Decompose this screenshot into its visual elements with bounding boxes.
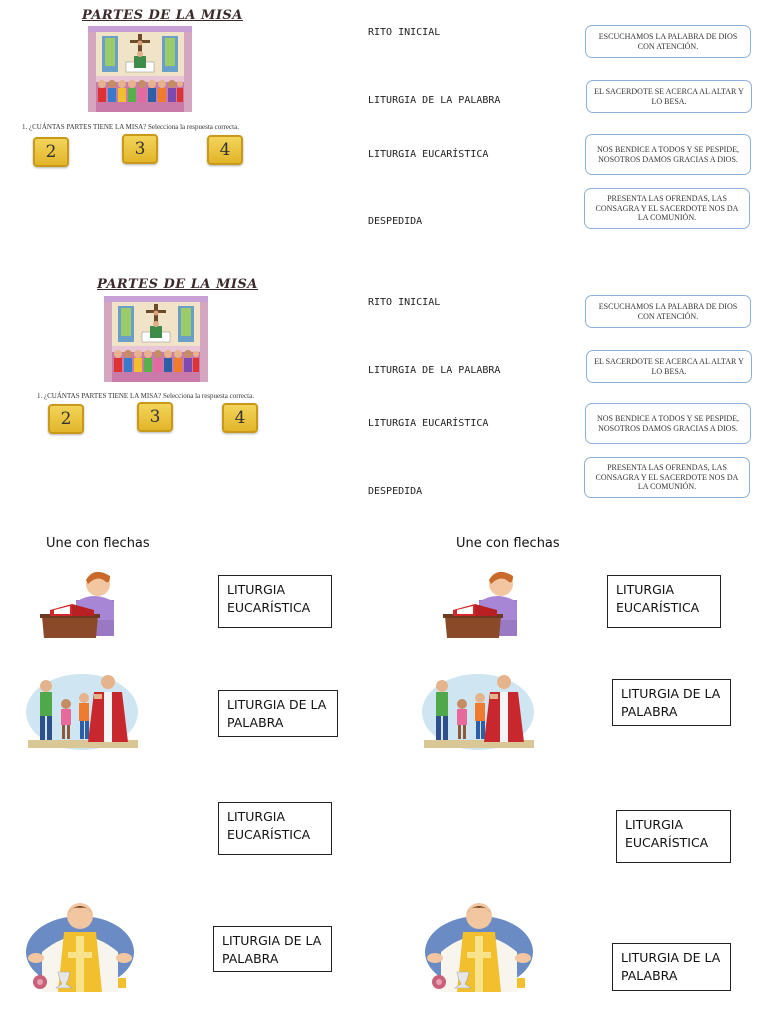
description-box[interactable]: PRESENTA LAS OFRENDAS, LAS CONSAGRA Y EL… bbox=[584, 188, 750, 229]
option-button-2[interactable]: 2 bbox=[48, 404, 84, 434]
match-box[interactable]: LITURGIA DE LA PALABRA bbox=[612, 943, 731, 991]
option-button-3[interactable]: 3 bbox=[137, 402, 173, 432]
part-label-rito-inicial: RITO INICIAL bbox=[368, 297, 441, 308]
description-box[interactable]: ESCUCHAMOS LA PALABRA DE DIOS CON ATENCI… bbox=[585, 25, 751, 58]
part-label-despedida: DESPEDIDA bbox=[368, 486, 423, 497]
part-label-despedida: DESPEDIDA bbox=[368, 216, 423, 227]
part-label-liturgia-palabra: LITURGIA DE LA PALABRA bbox=[368, 95, 501, 106]
description-box[interactable]: NOS BENDICE A TODOS Y SE PESPIDE, NOSOTR… bbox=[585, 134, 751, 175]
option-button-3[interactable]: 3 bbox=[122, 134, 158, 164]
match-box[interactable]: LITURGIA EUCARÍSTICA bbox=[616, 810, 731, 863]
priest-illustration bbox=[423, 896, 535, 992]
option-button-4[interactable]: 4 bbox=[222, 403, 258, 433]
reader-illustration bbox=[439, 560, 525, 638]
matching-heading: Une con flechas bbox=[46, 536, 150, 551]
worksheet-title: PARTES DE LA MISA bbox=[82, 8, 243, 23]
worksheet-title: PARTES DE LA MISA bbox=[97, 277, 258, 292]
mass-illustration bbox=[104, 296, 208, 382]
description-box[interactable]: EL SACERDOTE SE ACERCA AL ALTAR Y LO BES… bbox=[586, 350, 752, 383]
option-button-4[interactable]: 4 bbox=[207, 135, 243, 165]
part-label-liturgia-palabra: LITURGIA DE LA PALABRA bbox=[368, 365, 501, 376]
matching-heading: Une con flechas bbox=[456, 536, 560, 551]
communion-illustration bbox=[24, 664, 142, 752]
match-box[interactable]: LITURGIA EUCARÍSTICA bbox=[607, 575, 721, 628]
match-box[interactable]: LITURGIA EUCARÍSTICA bbox=[218, 802, 332, 855]
description-box[interactable]: ESCUCHAMOS LA PALABRA DE DIOS CON ATENCI… bbox=[585, 295, 751, 328]
description-box[interactable]: NOS BENDICE A TODOS Y SE PESPIDE, NOSOTR… bbox=[585, 403, 751, 444]
mass-illustration bbox=[88, 26, 192, 112]
match-box[interactable]: LITURGIA DE LA PALABRA bbox=[213, 926, 332, 972]
match-box[interactable]: LITURGIA DE LA PALABRA bbox=[612, 679, 731, 726]
reader-illustration bbox=[36, 560, 122, 638]
match-box[interactable]: LITURGIA EUCARÍSTICA bbox=[218, 575, 332, 628]
match-box[interactable]: LITURGIA DE LA PALABRA bbox=[218, 690, 338, 737]
part-label-liturgia-eucaristica: LITURGIA EUCARÍSTICA bbox=[368, 149, 489, 160]
priest-illustration bbox=[24, 896, 136, 992]
option-button-2[interactable]: 2 bbox=[33, 137, 69, 167]
description-box[interactable]: EL SACERDOTE SE ACERCA AL ALTAR Y LO BES… bbox=[586, 80, 752, 113]
question-text: 1. ¿CUÁNTAS PARTES TIENE LA MISA? Selecc… bbox=[22, 123, 239, 131]
communion-illustration bbox=[420, 664, 538, 752]
part-label-rito-inicial: RITO INICIAL bbox=[368, 27, 441, 38]
question-text: 1. ¿CUÁNTAS PARTES TIENE LA MISA? Selecc… bbox=[37, 392, 254, 400]
description-box[interactable]: PRESENTA LAS OFRENDAS, LAS CONSAGRA Y EL… bbox=[584, 457, 750, 498]
part-label-liturgia-eucaristica: LITURGIA EUCARÍSTICA bbox=[368, 418, 489, 429]
